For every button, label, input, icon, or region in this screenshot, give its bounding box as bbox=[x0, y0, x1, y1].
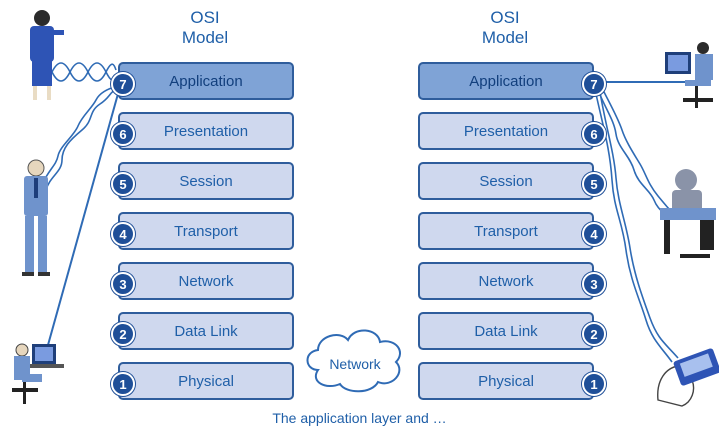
right-badge-5: 5 bbox=[582, 172, 606, 196]
right-layer-4: Transport bbox=[418, 212, 594, 250]
left-layer-3: Network bbox=[118, 262, 294, 300]
right-osi-title: OSI Model bbox=[460, 8, 550, 48]
right-helix-office bbox=[597, 87, 675, 219]
right-layer-5: Session bbox=[418, 162, 594, 200]
layer-label: Session bbox=[179, 172, 233, 190]
figure-caption: The application layer and … bbox=[272, 410, 447, 426]
layer-label: Physical bbox=[178, 372, 234, 390]
right-badge-4: 4 bbox=[582, 222, 606, 246]
left-layer-4: Transport bbox=[118, 212, 294, 250]
desktop-user-icon bbox=[665, 42, 713, 108]
right-layer-2: Data Link bbox=[418, 312, 594, 350]
pda-hand-icon bbox=[657, 348, 719, 407]
right-badge-7: 7 bbox=[582, 72, 606, 96]
network-cloud-label: Network bbox=[329, 356, 381, 372]
right-layer-6: Presentation bbox=[418, 112, 594, 150]
right-badge-3: 3 bbox=[582, 272, 606, 296]
right-layer-1: Physical bbox=[418, 362, 594, 400]
right-helix-pda bbox=[595, 91, 679, 363]
left-helix-woman bbox=[51, 62, 117, 82]
left-badge-4: 4 bbox=[111, 222, 135, 246]
layer-label: Presentation bbox=[463, 122, 549, 140]
left-badge-1: 1 bbox=[111, 372, 135, 396]
layer-label: Data Link bbox=[174, 322, 238, 340]
right-layer-7: Application bbox=[418, 62, 594, 100]
left-title-line2: Model bbox=[181, 28, 229, 47]
right-badge-2: 2 bbox=[582, 322, 606, 346]
desktop-user-icon bbox=[12, 343, 64, 404]
left-badge-6: 6 bbox=[111, 122, 135, 146]
layer-label: Transport bbox=[174, 222, 238, 240]
left-layer-1: Physical bbox=[118, 362, 294, 400]
layer-label: Network bbox=[178, 272, 234, 290]
left-helix-man bbox=[41, 85, 121, 191]
left-layer-6: Presentation bbox=[118, 112, 294, 150]
left-osi-title: OSI Model bbox=[160, 8, 250, 48]
left-badge-7: 7 bbox=[111, 72, 135, 96]
layer-label: Presentation bbox=[163, 122, 249, 140]
left-title-line1: OSI bbox=[190, 8, 220, 27]
layer-label: Application bbox=[169, 72, 243, 90]
businesswoman-icon bbox=[30, 10, 64, 100]
layer-label: Data Link bbox=[474, 322, 538, 340]
left-layer-5: Session bbox=[118, 162, 294, 200]
right-badge-6: 6 bbox=[582, 122, 606, 146]
left-badge-5: 5 bbox=[111, 172, 135, 196]
businessman-icon bbox=[22, 159, 50, 276]
network-cloud-icon bbox=[306, 329, 401, 393]
left-line bbox=[47, 82, 122, 346]
left-badge-3: 3 bbox=[111, 272, 135, 296]
layer-label: Session bbox=[479, 172, 533, 190]
layer-label: Network bbox=[478, 272, 534, 290]
left-layer-2: Data Link bbox=[118, 312, 294, 350]
layer-label: Application bbox=[469, 72, 543, 90]
left-layer-7: Application bbox=[118, 62, 294, 100]
left-badge-2: 2 bbox=[111, 322, 135, 346]
right-badge-1: 1 bbox=[582, 372, 606, 396]
right-layer-3: Network bbox=[418, 262, 594, 300]
office-user-icon bbox=[660, 169, 716, 258]
right-title-line1: OSI bbox=[490, 8, 520, 27]
layer-label: Transport bbox=[474, 222, 538, 240]
right-title-line2: Model bbox=[481, 28, 529, 47]
layer-label: Physical bbox=[478, 372, 534, 390]
